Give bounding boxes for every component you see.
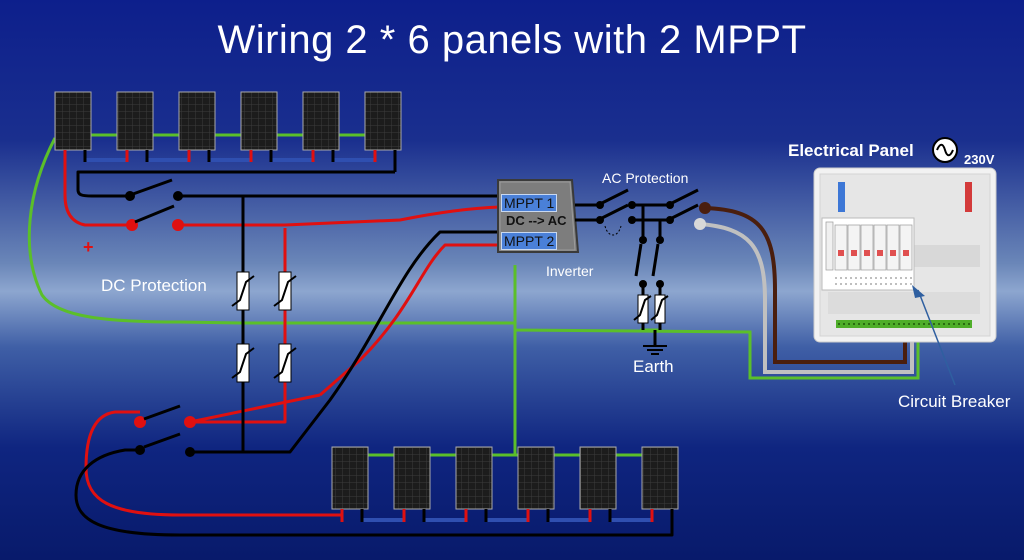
page-title: Wiring 2 * 6 panels with 2 MPPT — [217, 18, 807, 62]
dc-switch-top-positive — [126, 204, 184, 231]
varistor — [231, 271, 255, 311]
voltage-label: 230V — [964, 152, 995, 167]
ac-protection-switches — [596, 188, 711, 288]
mppt1-label: MPPT 1 — [501, 194, 558, 212]
positive-sign-label: + — [83, 237, 94, 257]
circuit-breaker-label: Circuit Breaker — [898, 392, 1011, 411]
bottom-string-wiring — [74, 196, 674, 537]
solar-panel — [364, 91, 402, 151]
earth-label: Earth — [633, 357, 674, 376]
inverter-label: Inverter — [546, 263, 594, 279]
ac-wiring — [575, 203, 914, 374]
solar-panel — [116, 91, 154, 151]
varistor — [273, 343, 297, 383]
ac-protection-label: AC Protection — [602, 170, 689, 186]
solar-panel — [178, 91, 216, 151]
solar-panel — [393, 446, 431, 510]
solar-panel — [579, 446, 617, 510]
electrical-panel — [813, 167, 997, 343]
solar-panel — [455, 446, 493, 510]
solar-panel — [54, 91, 92, 151]
top-string-wiring — [63, 160, 501, 227]
pointer-arrow-icon — [912, 285, 956, 386]
ac-sine-icon — [932, 137, 958, 163]
varistor — [633, 294, 652, 324]
dc-protection-label: DC Protection — [101, 276, 207, 295]
circuit-breaker-row — [821, 217, 915, 291]
electrical-panel-label: Electrical Panel — [788, 141, 914, 160]
varistor — [273, 271, 297, 311]
solar-panel — [517, 446, 555, 510]
dc-ac-label: DC --> AC — [506, 213, 567, 228]
varistor — [650, 294, 669, 324]
dc-switch-top-negative — [125, 178, 183, 201]
bottom-panel-array — [331, 446, 679, 530]
top-panel-array — [54, 91, 402, 172]
solar-panel — [240, 91, 278, 151]
mppt2-label: MPPT 2 — [501, 232, 558, 250]
earth-ground-icon — [643, 345, 667, 355]
ac-surge-protectors — [633, 294, 669, 324]
solar-panel — [302, 91, 340, 151]
dc-switches — [125, 178, 196, 457]
dc-surge-protectors — [231, 271, 297, 383]
dc-switch-bottom-positive — [134, 404, 196, 428]
solar-panel — [331, 446, 369, 510]
varistor — [231, 343, 255, 383]
solar-panel — [641, 446, 679, 510]
dc-switch-bottom-negative — [135, 432, 195, 457]
